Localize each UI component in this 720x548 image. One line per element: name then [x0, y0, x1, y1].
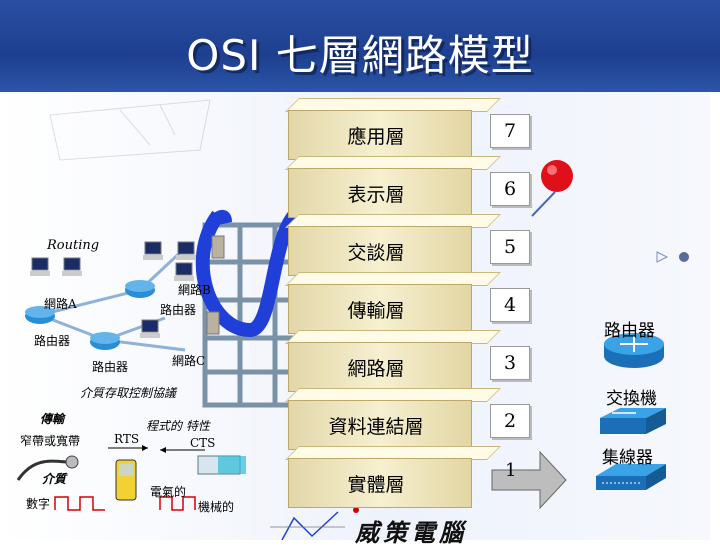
osi-layer-number: 5	[490, 230, 530, 264]
medium-label: 介質	[42, 472, 67, 486]
title-shadow: OSI 七層網路模型	[189, 34, 537, 83]
bandwidth-label: 窄帶或寬帶	[20, 434, 81, 448]
osi-layer-box	[288, 400, 472, 450]
transmit-label: 傳輸	[40, 412, 65, 426]
router-label-2: 路由器	[34, 334, 71, 348]
faded-sketch	[49, 99, 211, 161]
switch-device-label: 交換機	[606, 389, 657, 409]
title-bar	[0, 0, 720, 92]
page-title: OSI 七層網路模型	[186, 31, 534, 80]
hub-device-icon	[596, 464, 666, 490]
ball-stick	[531, 191, 556, 217]
osi-layer-name: 傳輸層	[347, 300, 405, 322]
switch-device-icon	[600, 408, 666, 434]
physical-arrow	[491, 450, 567, 510]
snake-head	[204, 209, 232, 228]
digital-label: 數字	[26, 497, 51, 511]
logo-sketch	[270, 507, 359, 540]
osi-layer-name: 實體層	[347, 474, 405, 496]
router-device-label: 路由器	[604, 321, 655, 341]
company-logo: 威策電腦	[355, 518, 467, 547]
osi-layer-name: 資料連結層	[328, 416, 424, 438]
osi-layer-number: 7	[490, 114, 530, 148]
cts-label: CTS	[190, 436, 216, 450]
network-c-label: 網路C	[172, 354, 206, 368]
osi-layer-number: 4	[490, 288, 530, 322]
osi-layer-name: 表示層	[347, 184, 405, 206]
mechanical-label: 機械的	[198, 500, 235, 514]
network-a-label: 網路A	[44, 297, 77, 311]
osi-layer-number: 3	[490, 346, 530, 380]
router-device-icon	[604, 333, 664, 368]
electrical-label: 電氣的	[150, 485, 187, 499]
osi-layer-number: 1	[505, 460, 517, 481]
osi-layer-box	[288, 458, 472, 508]
osi-layer-name: 交談層	[347, 242, 405, 264]
router-icon	[25, 280, 155, 350]
osi-layer-number: 6	[490, 172, 530, 206]
hub-device-label: 集線器	[602, 448, 653, 468]
router-label-3: 路由器	[92, 360, 129, 374]
dot-marker-icon	[679, 252, 689, 262]
osi-layer-number: 2	[490, 404, 530, 438]
network-b-label: 網路B	[178, 283, 211, 297]
red-ball-shine	[547, 165, 557, 175]
osi-layer-box	[288, 168, 472, 218]
physical-sketch	[16, 445, 246, 511]
rts-label: RTS	[114, 432, 140, 446]
play-marker-icon	[656, 251, 669, 263]
router-label-1: 路由器	[160, 303, 197, 317]
osi-layer-box	[288, 284, 472, 334]
procedural-label: 程式的 特性	[146, 419, 210, 433]
osi-layer-name: 網路層	[347, 358, 405, 380]
routing-label: Routing	[47, 238, 100, 253]
computer-icon	[30, 235, 225, 338]
media-access-label: 介質存取控制協議	[80, 386, 177, 400]
osi-layer-name: 應用層	[347, 126, 405, 148]
red-ball	[541, 160, 573, 192]
